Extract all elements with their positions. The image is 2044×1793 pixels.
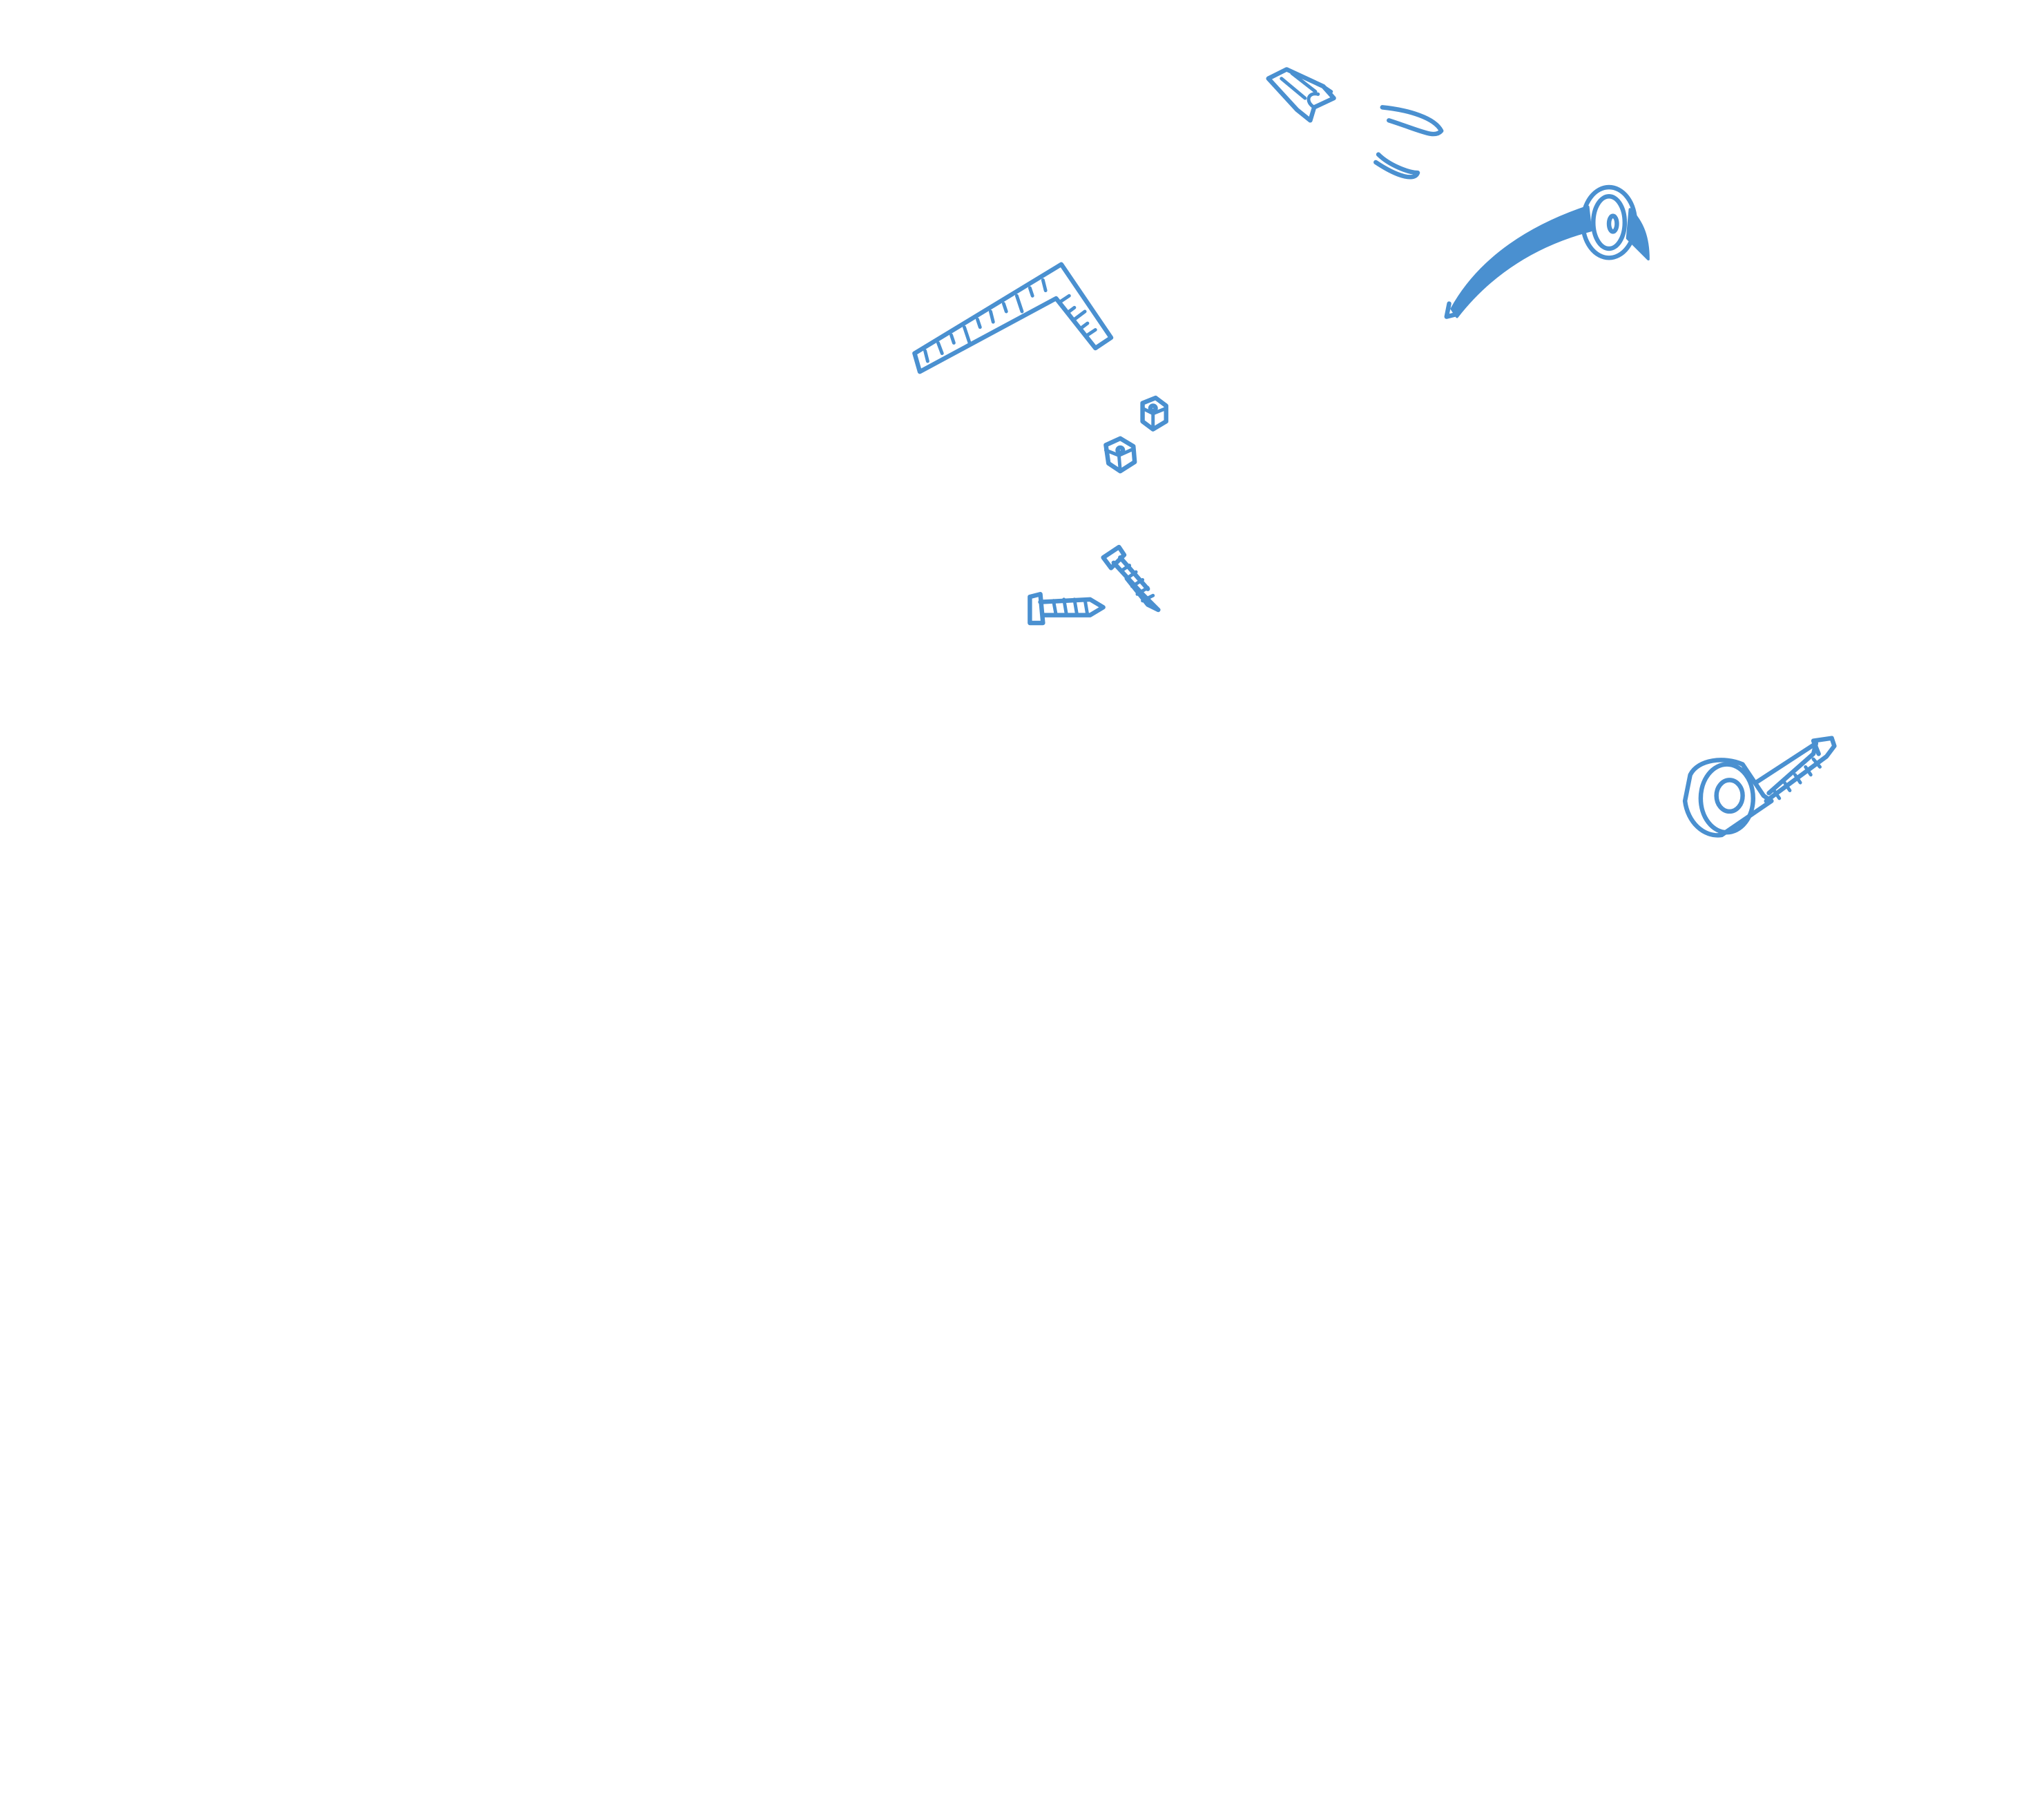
screw-icon [1028, 592, 1106, 626]
hex-nut-icon [1103, 436, 1137, 474]
pliers-icon [1266, 67, 1336, 123]
hammer-icon [1444, 184, 1650, 319]
tape-measure-icon [1682, 736, 1837, 838]
carpenter-square-icon [912, 262, 1114, 374]
motion-lines [1373, 105, 1444, 180]
hex-nut-icon [1140, 395, 1168, 432]
screw-icon [1101, 544, 1161, 613]
